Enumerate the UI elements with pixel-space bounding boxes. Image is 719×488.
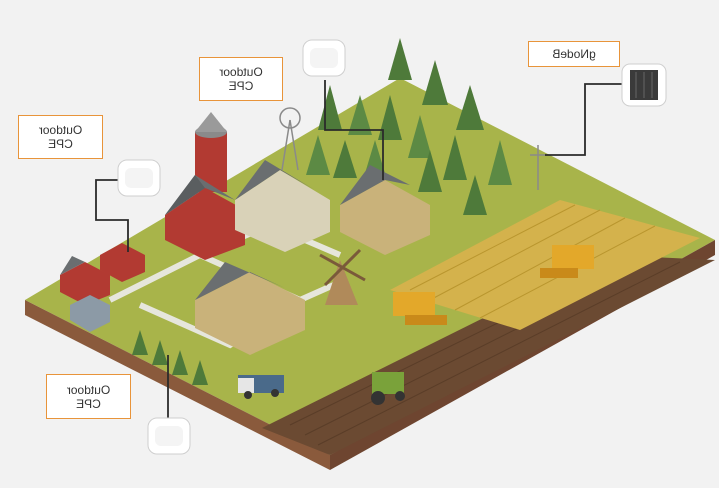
connector-gnodeb <box>545 83 625 156</box>
small-houses <box>60 243 145 332</box>
cpe-device-top <box>302 39 346 77</box>
gnodeb-device-icon <box>621 63 667 107</box>
callout-cpe-left: Outdoor CPE <box>18 115 103 159</box>
connector-cpe-left <box>95 179 129 252</box>
combine-harvester-center <box>393 292 447 325</box>
grey-barn <box>235 160 330 252</box>
pickup-truck <box>238 375 284 399</box>
silo <box>195 112 227 192</box>
connector-cpe-top <box>324 80 384 180</box>
cpe-device-left <box>117 159 161 197</box>
callout-cpe-top: Outdoor CPE <box>199 57 283 101</box>
cpe-device-bottom <box>147 417 191 455</box>
wheat-field <box>390 200 700 330</box>
tractor <box>371 372 405 405</box>
forest <box>306 38 512 215</box>
callout-cpe-left-line1: Outdoor <box>38 123 83 137</box>
cell-tower <box>530 145 546 190</box>
callout-cpe-bottom-line2: CPE <box>76 396 101 411</box>
callout-cpe-top-line2: CPE <box>228 79 254 93</box>
callout-gnodeb-line1: gNodeB <box>552 47 596 61</box>
callout-cpe-bottom: Outdoor CPE <box>46 374 131 419</box>
wind-pump <box>279 107 301 171</box>
combine-harvester-right <box>540 245 594 278</box>
callout-cpe-bottom-line1: Outdoor <box>66 382 111 397</box>
red-barn <box>165 175 245 260</box>
connector-lines <box>95 80 625 420</box>
tilled-field <box>262 255 715 455</box>
orchard-trees <box>132 330 208 385</box>
central-house <box>195 262 305 355</box>
farmhouse <box>340 165 430 255</box>
callout-cpe-top-line1: Outdoor <box>219 65 263 79</box>
old-windmill <box>319 248 366 305</box>
callout-cpe-left-line2: CPE <box>48 137 73 151</box>
callout-gnodeb: gNodeB <box>528 41 620 67</box>
